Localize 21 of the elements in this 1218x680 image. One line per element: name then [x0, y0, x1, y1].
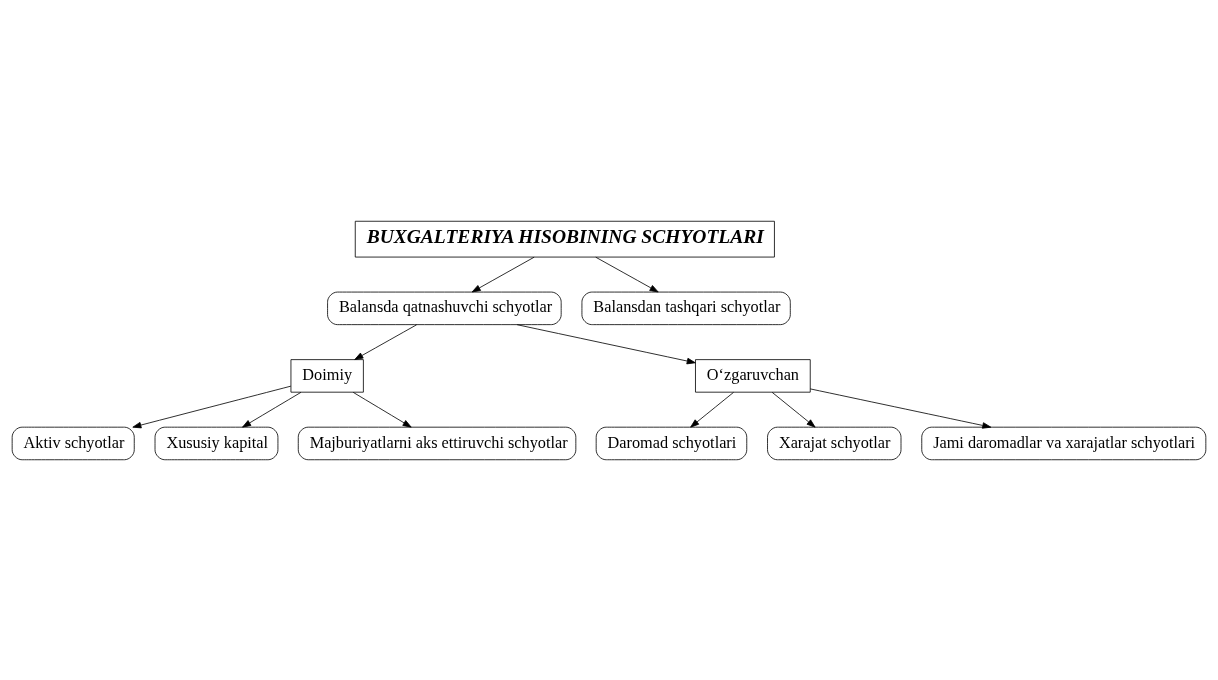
node-box: Xususiy kapital	[154, 426, 279, 460]
node-box: BUXGALTERIYA HISOBINING SCHYOTLARI	[354, 220, 775, 257]
node-box: Xarajat schyotlar	[767, 426, 902, 460]
node-box: Jami daromadlar va xarajatlar schyotlari	[921, 426, 1207, 460]
arrow	[809, 388, 992, 429]
node-box: O‘zgaruvchan	[695, 358, 811, 393]
node-box: Doimiy	[290, 358, 364, 393]
arrow	[595, 256, 659, 292]
arrow	[354, 323, 417, 360]
arrow	[690, 391, 734, 428]
arrow	[471, 256, 535, 292]
arrow	[242, 391, 302, 428]
node-box: Balansda qatnashuvchi schyotlar	[327, 291, 562, 325]
arrow	[516, 323, 696, 364]
arrow	[352, 391, 412, 428]
arrow	[132, 385, 292, 428]
arrow	[771, 391, 816, 428]
node-box: Daromad schyotlari	[595, 426, 748, 460]
node-box: Majburiyatlarni aks ettiruvchi schyotlar	[297, 426, 577, 460]
node-box: Aktiv schyotlar	[11, 426, 135, 460]
node-box: Balansdan tashqari schyotlar	[581, 291, 791, 325]
